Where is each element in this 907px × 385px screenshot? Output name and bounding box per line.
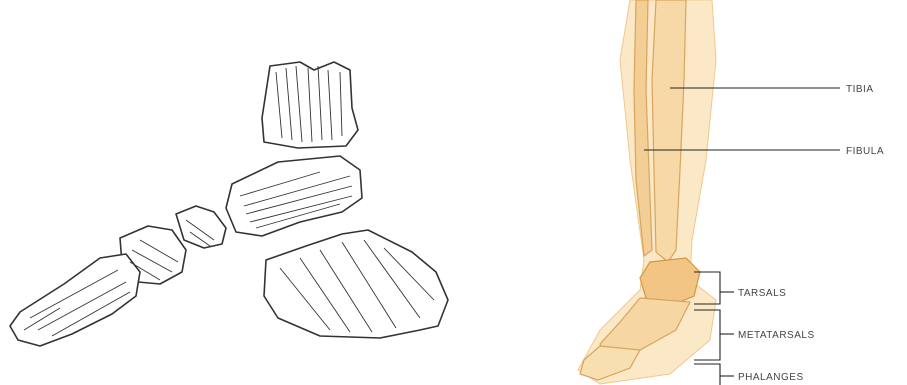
label-tarsals: TARSALS [738, 288, 786, 299]
phalanges-bracket [694, 364, 720, 385]
navicular-sketch [176, 206, 226, 248]
calcaneus-sketch [264, 230, 448, 338]
labeled-leg-diagram: TIBIA FIBULA TARSALS METATARSALS PHALANG… [480, 0, 907, 385]
label-metatarsals: METATARSALS [738, 330, 815, 341]
exploded-foot-illustration [0, 0, 480, 385]
label-tibia: TIBIA [846, 84, 874, 95]
foot-bones-line-art [0, 0, 480, 385]
leg-bones-diagram: TIBIA FIBULA TARSALS METATARSALS PHALANG… [480, 0, 907, 385]
talus-sketch [226, 156, 362, 236]
label-phalanges: PHALANGES [738, 372, 804, 383]
metatarsal-sketch [10, 254, 140, 346]
label-fibula: FIBULA [846, 146, 884, 157]
